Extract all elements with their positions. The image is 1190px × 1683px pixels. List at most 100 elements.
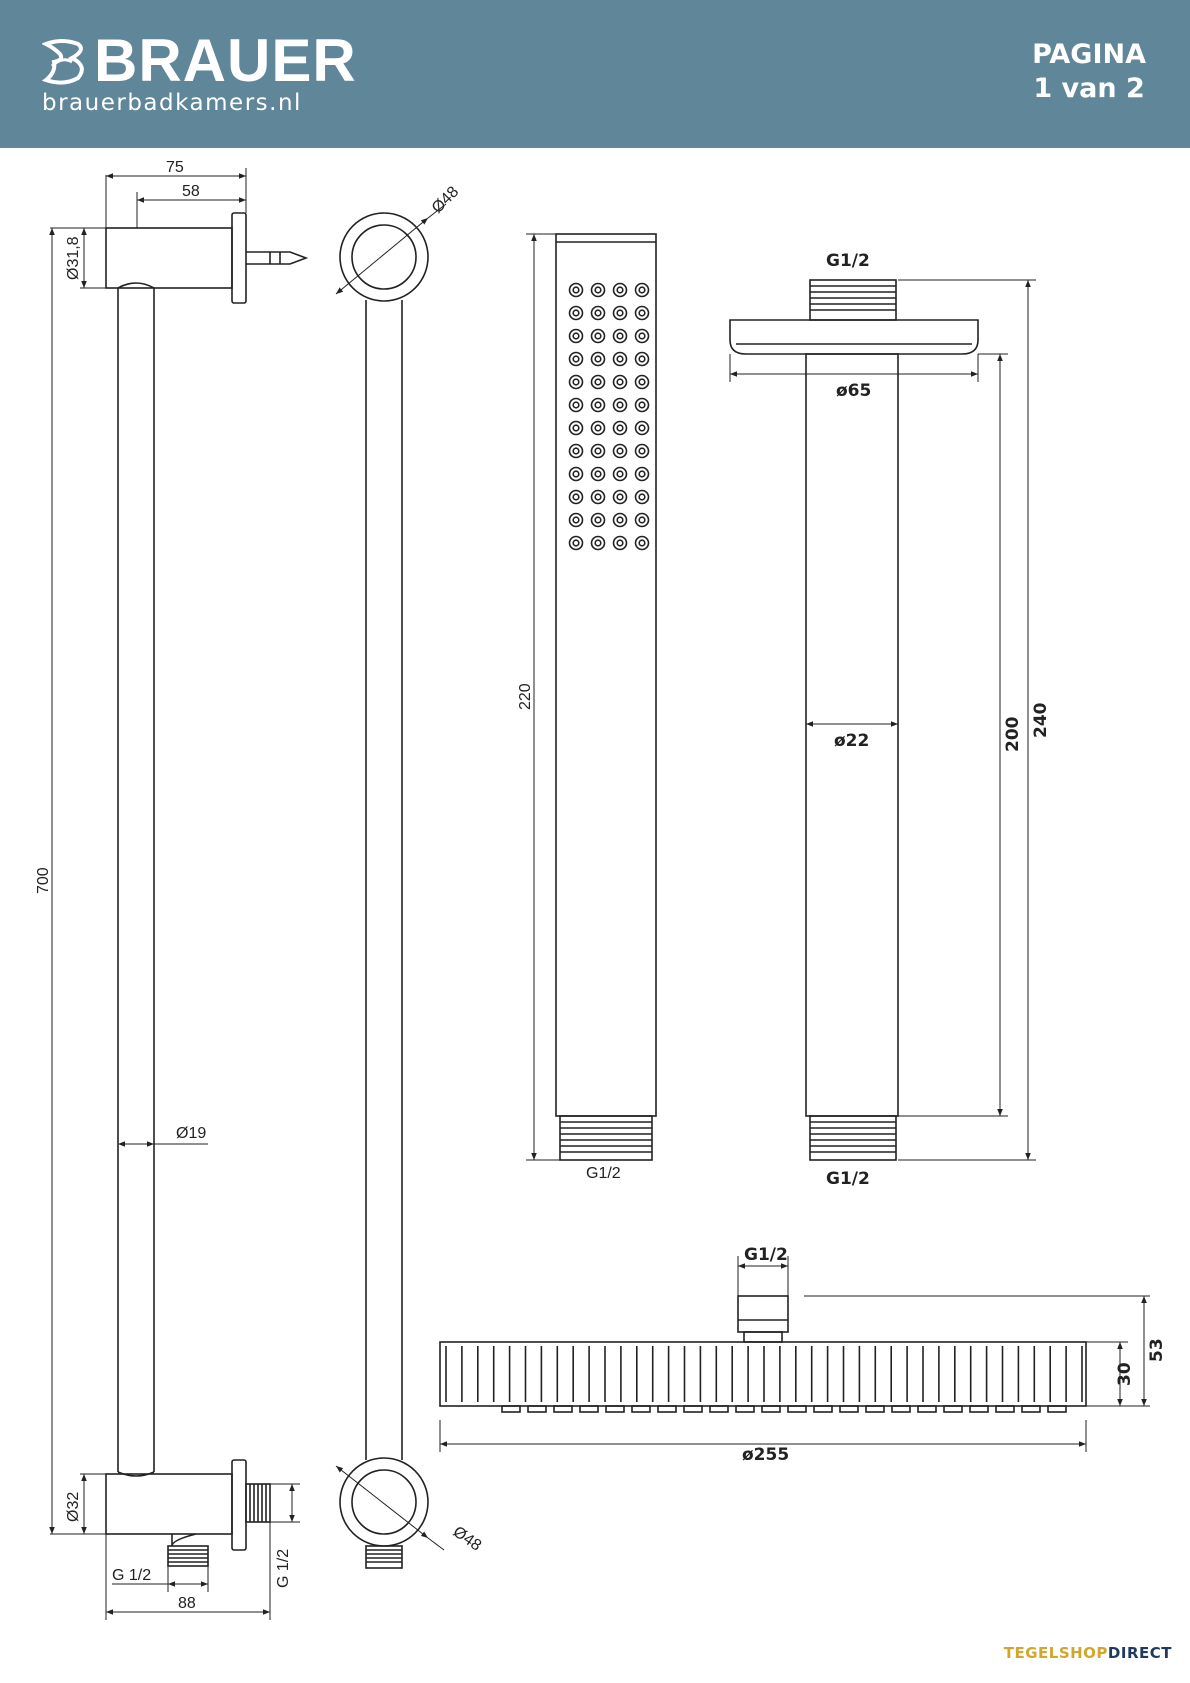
dim-30: 30	[1115, 1362, 1135, 1386]
nozzle-pin	[839, 1405, 859, 1413]
nozzle-inner	[616, 516, 624, 524]
nozzle-inner	[572, 447, 580, 455]
head-shower-dimensions	[439, 1256, 1150, 1452]
nozzle-inner	[572, 470, 580, 478]
nozzle	[590, 351, 606, 367]
nozzle-inner	[594, 401, 602, 409]
nozzle	[568, 489, 584, 505]
header-banner: BRAUER brauerbadkamers.nl PAGINA 1 van 2	[0, 0, 1190, 148]
nozzle-inner	[594, 332, 602, 340]
brand-block[interactable]: BRAUER brauerbadkamers.nl	[42, 31, 357, 116]
nozzle	[568, 466, 584, 482]
nozzle-inner	[616, 309, 624, 317]
nozzle	[612, 420, 628, 436]
nozzle-inner	[638, 516, 646, 524]
nozzle	[634, 420, 650, 436]
nozzle-pin	[969, 1405, 989, 1413]
nozzle-inner	[638, 493, 646, 501]
nozzle-pin	[735, 1405, 755, 1413]
rosette-dimensions	[335, 203, 447, 1551]
nozzle	[568, 374, 584, 390]
nozzle	[590, 328, 606, 344]
nozzle-inner	[572, 493, 580, 501]
nozzle-inner	[572, 516, 580, 524]
dim-tube-diameter: ø22	[834, 731, 869, 751]
nozzle-inner	[616, 378, 624, 386]
nozzle	[634, 397, 650, 413]
nozzle-inner	[594, 355, 602, 363]
hand-shower-nozzles	[568, 282, 650, 551]
nozzle-pin	[553, 1405, 573, 1413]
nozzle-pin	[813, 1405, 833, 1413]
nozzle-pin	[891, 1405, 911, 1413]
nozzle-inner	[638, 332, 646, 340]
nozzle-inner	[638, 539, 646, 547]
nozzle	[612, 466, 628, 482]
nozzle	[612, 489, 628, 505]
nozzle-inner	[638, 447, 646, 455]
nozzle	[634, 374, 650, 390]
nozzle-inner	[572, 355, 580, 363]
dim-top-diameter: Ø31,8	[65, 236, 82, 280]
nozzle-pin	[1047, 1405, 1067, 1413]
nozzle-pin	[683, 1405, 703, 1413]
nozzle-pin	[657, 1405, 677, 1413]
nozzle-inner	[572, 309, 580, 317]
nozzle	[612, 328, 628, 344]
nozzle-inner	[616, 286, 624, 294]
page-number: 1 van 2	[1033, 73, 1145, 104]
dim-220: 220	[517, 683, 534, 710]
dim-hand-thread: G1/2	[586, 1165, 621, 1182]
page-label: PAGINA	[1032, 39, 1146, 70]
nozzle-inner	[638, 378, 646, 386]
nozzle-pin	[917, 1405, 937, 1413]
nozzle-pin	[579, 1405, 599, 1413]
nozzle-pin	[527, 1405, 547, 1413]
nozzle-inner	[616, 447, 624, 455]
nozzle-inner	[638, 470, 646, 478]
footer-brand-part2: DIRECT	[1107, 1644, 1172, 1662]
nozzle	[590, 374, 606, 390]
nozzle-inner	[594, 470, 602, 478]
dim-rod-diameter: Ø19	[176, 1125, 206, 1142]
ceiling-arm	[729, 279, 979, 1161]
nozzle-inner	[572, 286, 580, 294]
nozzle	[590, 282, 606, 298]
nozzle-inner	[616, 470, 624, 478]
nozzle-inner	[616, 539, 624, 547]
dim-75: 75	[166, 159, 184, 176]
nozzle-inner	[594, 309, 602, 317]
head-shower	[439, 1295, 1087, 1413]
nozzle	[568, 512, 584, 528]
dim-flange-diameter: ø65	[836, 381, 871, 401]
hand-shower-dimensions	[526, 233, 560, 1161]
nozzle	[590, 397, 606, 413]
footer-brand[interactable]: TEGELSHOPDIRECT	[1004, 1644, 1172, 1662]
nozzle-pin	[501, 1405, 521, 1413]
nozzle-pin	[995, 1405, 1015, 1413]
nozzle-inner	[594, 516, 602, 524]
nozzle-inner	[572, 332, 580, 340]
dim-arm-thread-top: G1/2	[826, 251, 870, 271]
dim-arm-thread-bottom: G1/2	[826, 1169, 870, 1189]
nozzle-inner	[638, 286, 646, 294]
nozzle	[568, 420, 584, 436]
dim-88: 88	[178, 1595, 196, 1612]
nozzle	[634, 466, 650, 482]
dim-58: 58	[182, 183, 200, 200]
dim-700: 700	[35, 867, 52, 894]
nozzle	[612, 351, 628, 367]
dim-255: ø255	[742, 1445, 789, 1465]
nozzle	[568, 305, 584, 321]
nozzle	[634, 489, 650, 505]
nozzle-inner	[616, 355, 624, 363]
nozzle-pin	[605, 1405, 625, 1413]
nozzle	[612, 443, 628, 459]
nozzle-inner	[594, 493, 602, 501]
dim-240: 240	[1031, 702, 1051, 738]
nozzle	[590, 535, 606, 551]
nozzle-inner	[594, 447, 602, 455]
nozzle	[568, 443, 584, 459]
nozzle	[634, 443, 650, 459]
nozzle	[568, 351, 584, 367]
